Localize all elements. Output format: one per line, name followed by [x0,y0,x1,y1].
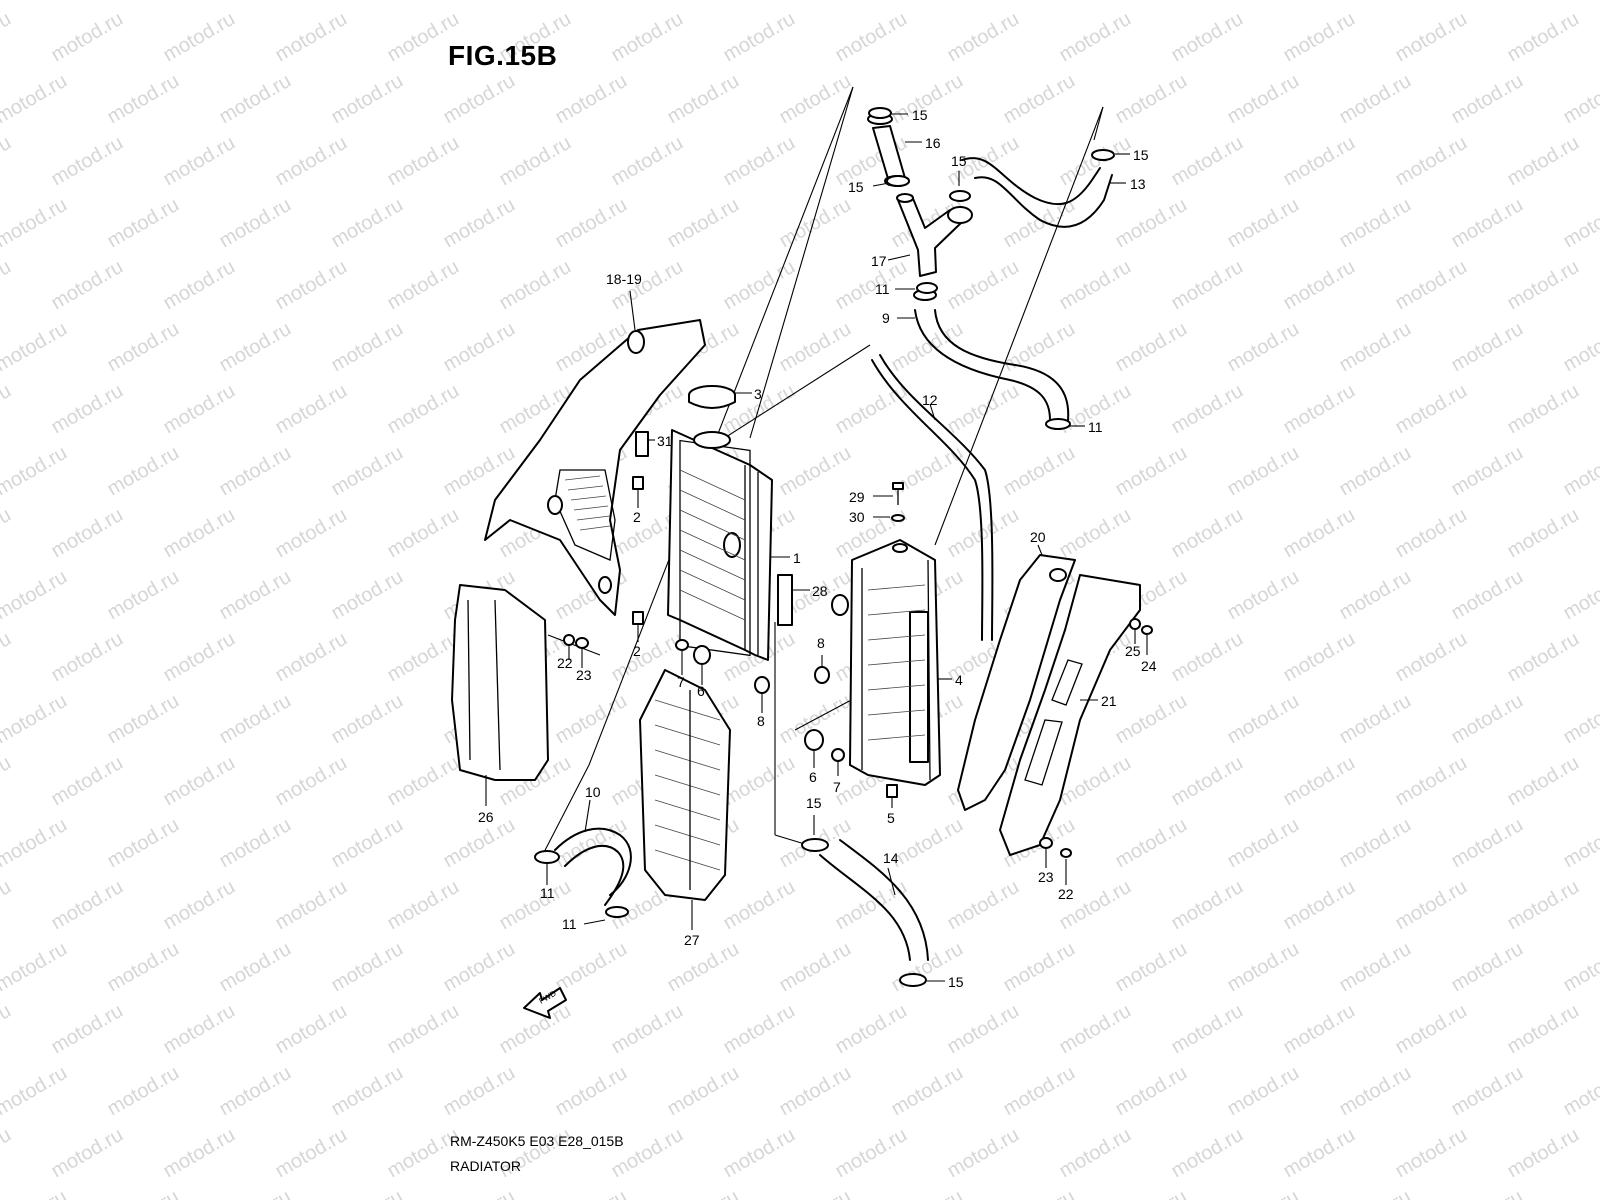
shroud-20 [957,554,1076,811]
overflow-hose-12 [871,354,994,641]
callout-30: 30 [849,509,865,525]
callout-31: 31 [657,433,673,449]
callout-6: 6 [809,769,817,785]
callout-24: 24 [1141,658,1157,674]
callout-11: 11 [1088,419,1103,435]
callout-18-19: 18-19 [606,271,642,287]
model-code: RM-Z450K5 E03 E28_015B [450,1133,624,1149]
radiator-shroud-18-19 [484,319,706,616]
callout-14: 14 [883,850,899,866]
callout-4: 4 [955,672,963,688]
radiator-cap-3 [688,385,736,409]
callout-10: 10 [585,784,601,800]
hose-10 [534,827,632,918]
callout-20: 20 [1030,529,1046,545]
callout-12: 12 [922,392,938,408]
callout-11: 11 [540,885,555,901]
callout-15: 15 [948,974,964,990]
callout-8: 8 [757,713,765,729]
callout-7: 7 [833,779,841,795]
callout-22: 22 [1058,886,1074,902]
callout-13: 13 [1130,176,1146,192]
callout-25: 25 [1125,643,1141,659]
callout-11: 11 [562,916,577,932]
callout-22: 22 [557,655,573,671]
callout-15: 15 [912,107,928,123]
side-cover-26 [451,584,549,781]
radiator-guard-27 [639,669,731,901]
callout-29: 29 [849,489,865,505]
callout-2: 2 [633,643,641,659]
callout-21: 21 [1101,693,1117,709]
callout-8: 8 [817,635,825,651]
assembly-name: RADIATOR [450,1158,522,1174]
callout-23: 23 [576,667,592,683]
callout-11: 11 [875,281,890,297]
guide-lines [539,86,1104,861]
hose-14 [801,838,929,987]
callout-26: 26 [478,809,494,825]
y-joint-17 [896,193,973,277]
callout-27: 27 [684,932,700,948]
callout-7: 7 [677,674,685,690]
callout-16: 16 [925,135,941,151]
callout-23: 23 [1038,869,1054,885]
callout-6: 6 [697,683,705,699]
callout-28: 28 [812,583,828,599]
forward-arrow-icon: FWD [523,987,567,1019]
label-plate-28 [777,574,793,626]
callout-15: 15 [951,153,967,169]
callout-leaders [485,113,1148,982]
callout-9: 9 [882,310,890,326]
radiator-left-1 [667,429,773,661]
callout-5: 5 [887,810,895,826]
callout-17: 17 [871,253,887,269]
callout-3: 3 [754,386,762,402]
hose-13 [961,149,1115,228]
hose-9 [913,289,1071,430]
callout-15: 15 [1133,147,1149,163]
callout-15: 15 [806,795,822,811]
radiator-right-4 [831,539,941,786]
callout-labels: 15 16 15 15 15 13 17 11 9 18-19 3 12 11 … [478,107,1157,990]
figure-title: FIG.15B [448,40,558,71]
hose-16 [867,113,910,187]
hardware [563,107,1153,858]
callout-1: 1 [793,550,801,566]
callout-2: 2 [633,509,641,525]
callout-15: 15 [848,179,864,195]
